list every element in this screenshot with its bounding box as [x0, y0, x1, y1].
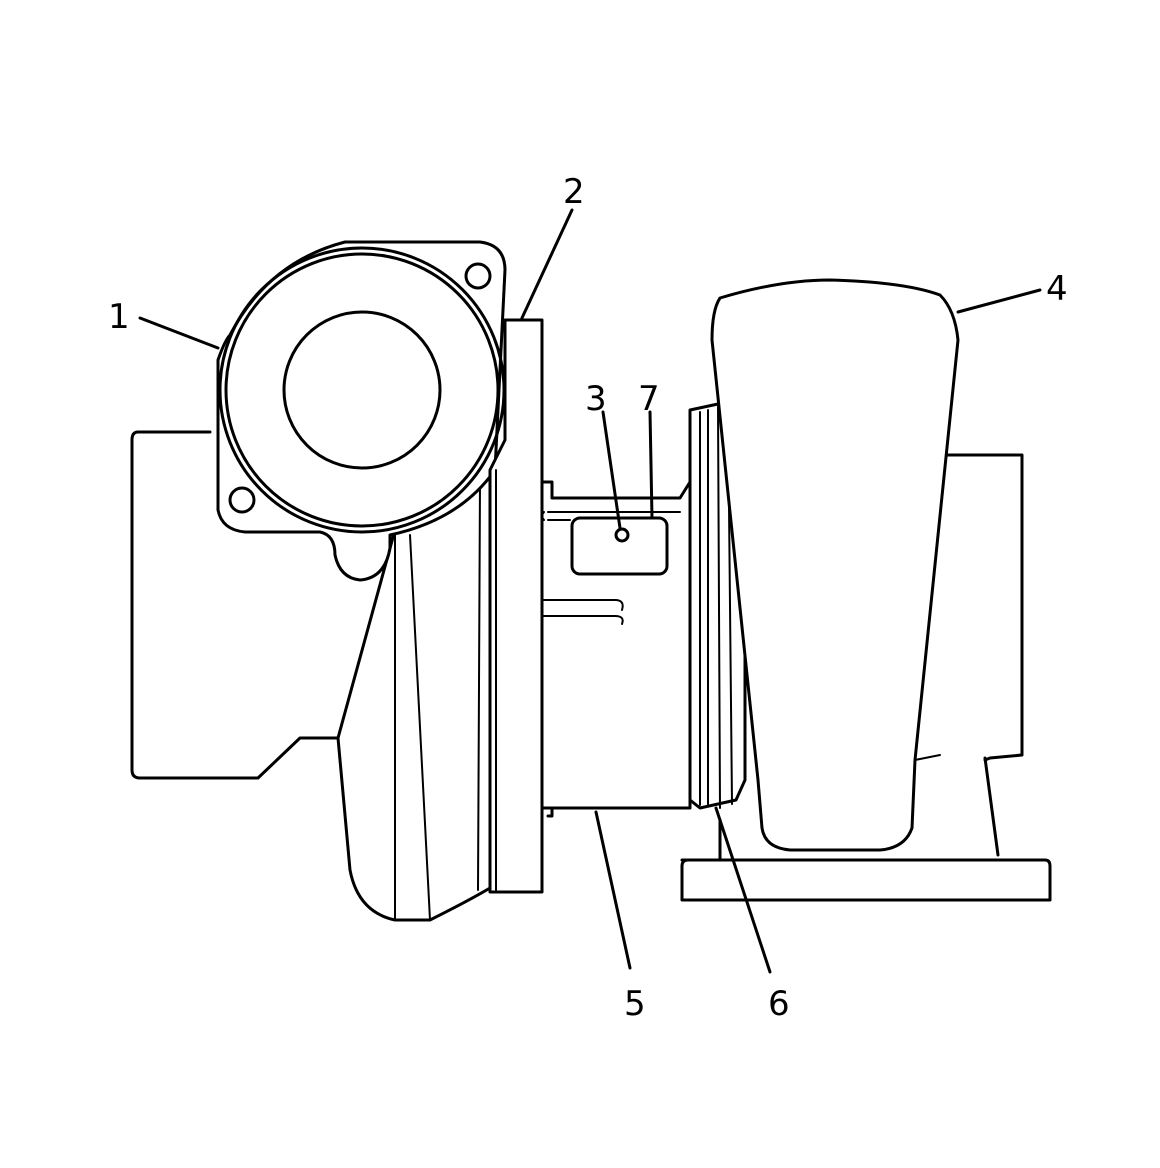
leader-1: [138, 316, 220, 350]
turbine-inlet-flange: [216, 240, 507, 582]
leader-5: [594, 810, 632, 970]
leader-2: [520, 208, 574, 320]
callout-4: 4: [1046, 269, 1068, 309]
center-housing: [540, 428, 692, 818]
callout-5: 5: [624, 984, 646, 1024]
compressor-housing: [680, 278, 1052, 902]
callout-1: 1: [108, 297, 130, 337]
leader-4: [956, 288, 1042, 314]
center-plate: [488, 318, 544, 894]
leader-7: [648, 410, 654, 520]
callout-2: 2: [563, 172, 585, 212]
leader-3: [601, 410, 622, 530]
callout-3: 3: [585, 379, 607, 419]
callout-7: 7: [638, 379, 660, 419]
leader-lines: [138, 208, 1042, 974]
callout-6: 6: [768, 984, 790, 1024]
leader-6: [714, 806, 772, 974]
turbine-housing: [130, 430, 492, 922]
